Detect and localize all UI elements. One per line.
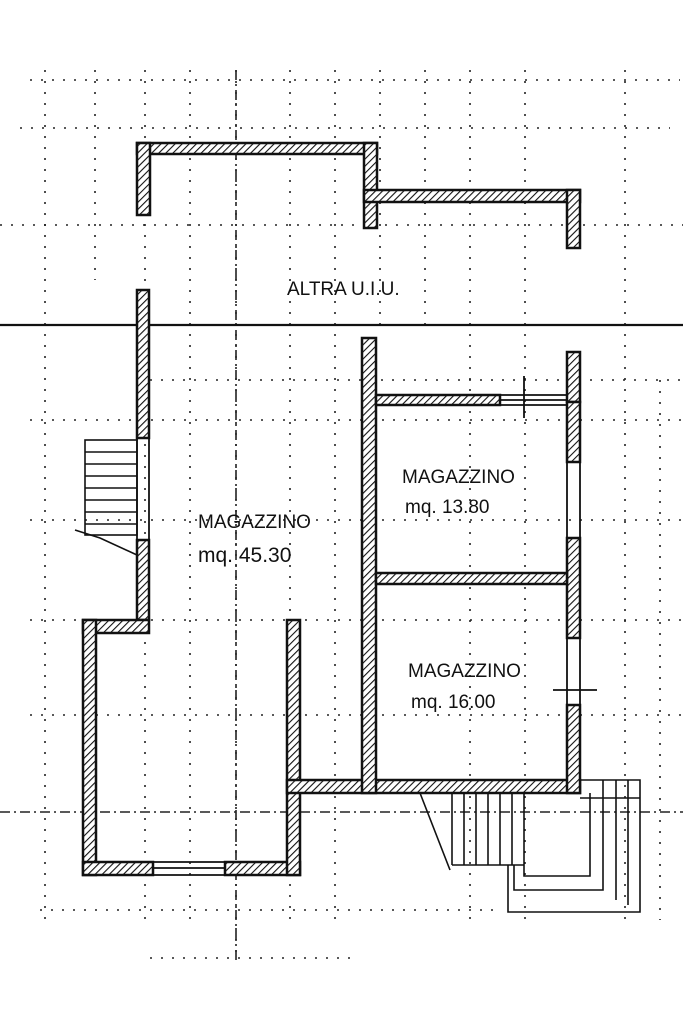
storage-walls <box>81 288 597 877</box>
construction-grid <box>0 70 683 960</box>
room-lower-right-area: mq. 16.00 <box>411 692 496 713</box>
right-stair <box>419 779 641 913</box>
room-upper-right-name: MAGAZZINO <box>402 467 515 488</box>
room-lower-right-name: MAGAZZINO <box>408 661 521 682</box>
other-unit-label: ALTRA U.I.U. <box>287 279 400 300</box>
upper-unit-walls <box>135 141 582 250</box>
room-upper-right-area: mq. 13.80 <box>405 497 490 518</box>
room-large-area: mq. 45.30 <box>198 544 291 567</box>
room-large-name: MAGAZZINO <box>198 512 311 533</box>
labels: ALTRA U.I.U. MAGAZZINO mq. 45.30 MAGAZZI… <box>198 279 521 713</box>
left-stair <box>74 439 138 556</box>
